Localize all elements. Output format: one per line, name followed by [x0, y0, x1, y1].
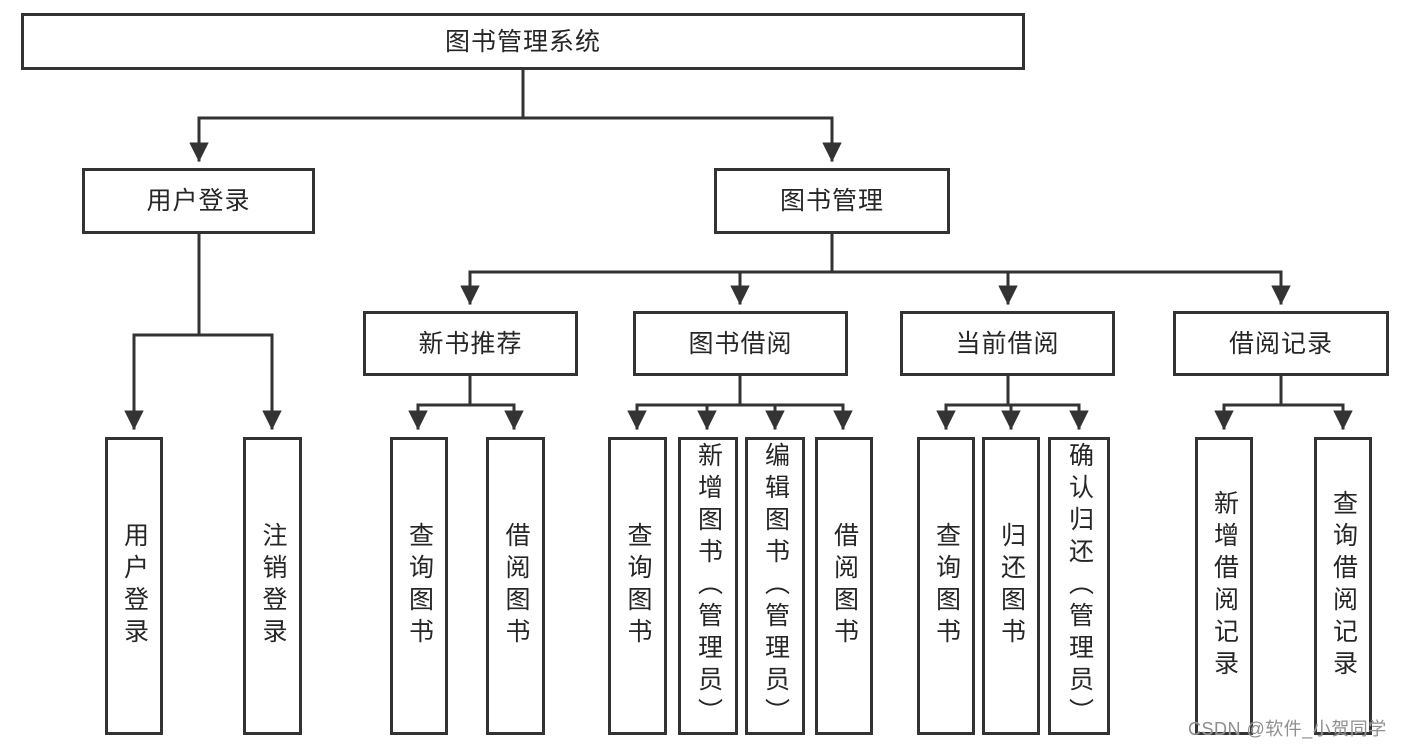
node-new-book-recommend-label: 新书推荐 — [418, 329, 523, 358]
leaf-records-add-record: 新增借阅记录 — [1195, 437, 1253, 735]
node-current-borrow-label: 当前借阅 — [955, 329, 1060, 358]
leaf-recommend-borrow-books-label: 借阅图书 — [502, 522, 530, 650]
node-root: 图书管理系统 — [21, 13, 1025, 70]
node-user-login: 用户登录 — [82, 168, 315, 234]
csdn-watermark: CSDN @软件_小贺同学 — [1188, 719, 1387, 739]
node-root-label: 图书管理系统 — [444, 27, 601, 56]
leaf-logout-label: 注销登录 — [259, 522, 287, 650]
node-book-borrow-label: 图书借阅 — [688, 329, 793, 358]
node-borrow-records: 借阅记录 — [1173, 311, 1389, 376]
node-book-management: 图书管理 — [714, 168, 950, 234]
leaf-current-return-books-label: 归还图书 — [997, 522, 1026, 650]
leaf-current-confirm-return-admin-label: 确认归还（管理员） — [1065, 442, 1094, 730]
leaf-logout: 注销登录 — [243, 437, 302, 735]
node-current-borrow: 当前借阅 — [900, 311, 1115, 376]
leaf-borrow-borrow-books-label: 借阅图书 — [830, 522, 859, 650]
leaf-current-confirm-return-admin: 确认归还（管理员） — [1048, 437, 1110, 735]
leaf-records-query-record-label: 查询借阅记录 — [1329, 490, 1358, 682]
node-user-login-label: 用户登录 — [146, 187, 251, 215]
leaf-borrow-query-books-label: 查询图书 — [624, 522, 652, 650]
leaf-records-add-record-label: 新增借阅记录 — [1210, 490, 1239, 682]
leaf-recommend-query-books-label: 查询图书 — [405, 522, 434, 650]
leaf-borrow-add-books-admin-label: 新增图书（管理员） — [694, 442, 723, 730]
leaf-recommend-borrow-books: 借阅图书 — [486, 437, 545, 735]
node-new-book-recommend: 新书推荐 — [363, 311, 578, 376]
leaf-current-query-books: 查询图书 — [917, 437, 975, 735]
leaf-user-login-label: 用户登录 — [120, 522, 149, 650]
leaf-records-query-record: 查询借阅记录 — [1314, 437, 1372, 735]
leaf-current-query-books-label: 查询图书 — [932, 522, 961, 650]
leaf-borrow-add-books-admin: 新增图书（管理员） — [678, 437, 738, 735]
leaf-borrow-borrow-books: 借阅图书 — [815, 437, 873, 735]
node-borrow-records-label: 借阅记录 — [1228, 329, 1333, 358]
leaf-borrow-edit-books-admin-label: 编辑图书（管理员） — [761, 442, 790, 730]
leaf-recommend-query-books: 查询图书 — [390, 437, 448, 735]
leaf-borrow-edit-books-admin: 编辑图书（管理员） — [745, 437, 805, 735]
node-book-management-label: 图书管理 — [779, 187, 884, 215]
leaf-current-return-books: 归还图书 — [982, 437, 1040, 735]
leaf-borrow-query-books: 查询图书 — [608, 437, 667, 735]
node-book-borrow: 图书借阅 — [633, 311, 848, 376]
leaf-user-login: 用户登录 — [105, 437, 163, 735]
